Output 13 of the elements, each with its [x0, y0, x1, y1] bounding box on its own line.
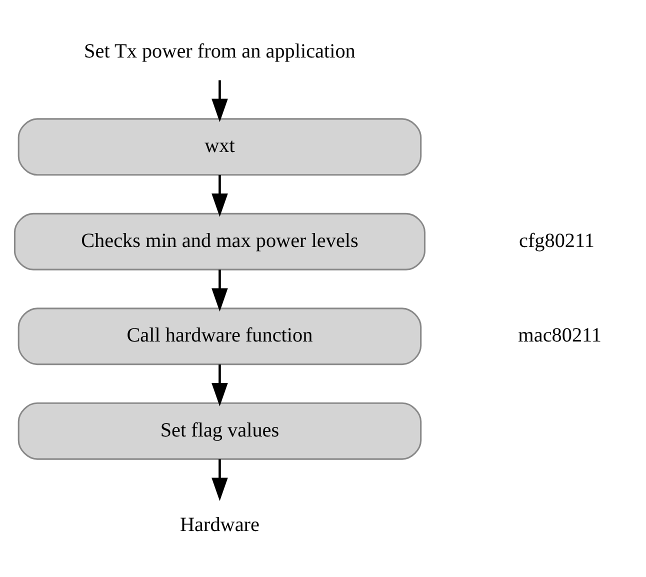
node-box: Set flag values: [18, 402, 422, 460]
node-text: Set Tx power from an application: [84, 40, 356, 62]
label: mac80211: [518, 324, 602, 346]
node-text: Hardware: [180, 514, 260, 536]
arrow: [212, 458, 228, 501]
node-box: wxt: [18, 118, 422, 176]
arrow: [212, 364, 228, 406]
arrow: [212, 174, 228, 216]
node-box: Checks min and max power levels: [14, 212, 426, 270]
arrow: [212, 80, 228, 122]
label: cfg80211: [519, 229, 594, 252]
node-box: Call hardware function: [18, 307, 422, 365]
arrow: [212, 269, 228, 312]
